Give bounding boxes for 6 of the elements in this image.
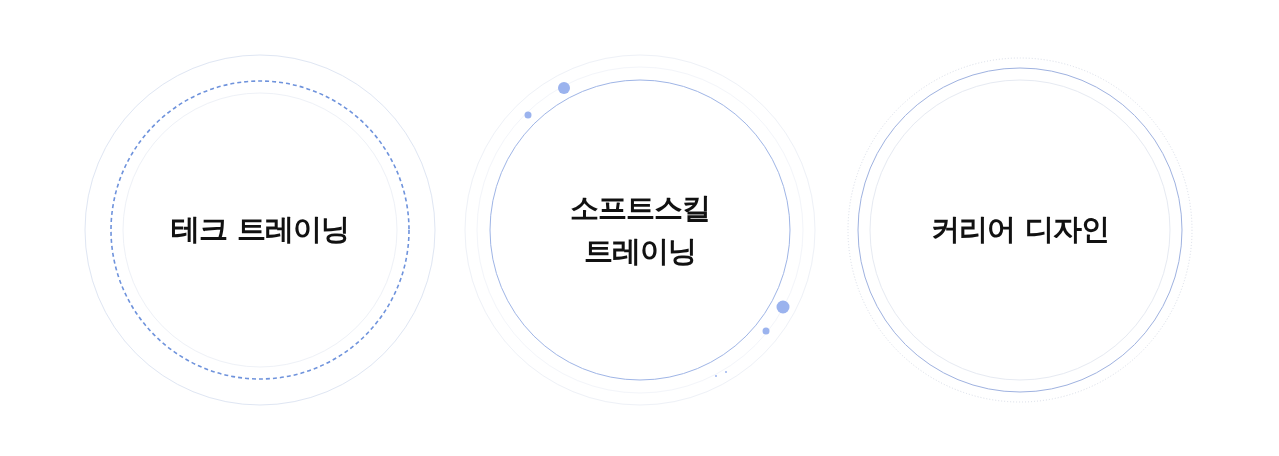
circle-node — [464, 54, 816, 406]
node-label: 소프트스킬 트레이닝 — [569, 189, 711, 270]
circle-node — [84, 54, 436, 406]
circle-node — [844, 54, 1196, 406]
node-label: 테크 트레이닝 — [171, 211, 349, 249]
node-label: 커리어 디자인 — [931, 211, 1109, 249]
